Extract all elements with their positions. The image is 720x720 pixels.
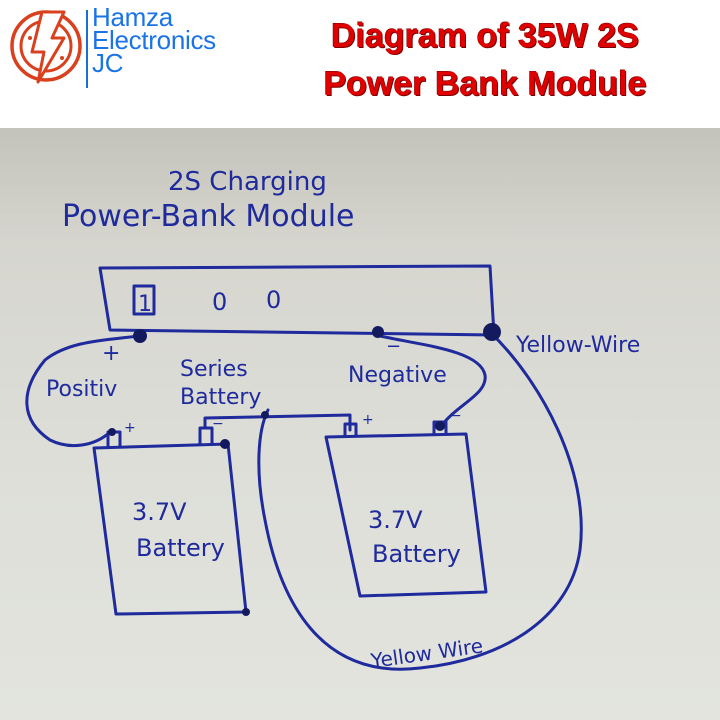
brand-name: Hamza Electronics JC [92,2,216,78]
logo-divider [86,10,88,88]
lightning-logo-icon [10,10,82,84]
diagram-photo: 2S Charging Power-Bank Module 1 0 0 + Po… [0,128,720,720]
battery-2-minus-sign: − [450,408,462,424]
battery-2-plus-terminal [343,422,358,438]
negative-terminal-dot [372,326,384,338]
negative-label: Negative [348,363,447,388]
yellow-wire [257,330,583,671]
title-line-1: Diagram of 35W 2S [331,17,639,55]
negative-sign: − [386,336,401,357]
brand-line-2: Electronics [92,25,216,55]
positive-label: Positiv [46,377,117,402]
battery-1-label: Battery [136,534,225,562]
brand-line-1: Hamza [92,2,173,32]
module-indicator-1: 1 [138,292,152,317]
battery-2-outline [324,432,488,598]
series-label-line-2: Battery [180,385,261,410]
battery-2-voltage: 3.7V [368,506,423,534]
series-label-line-1: Series [180,357,248,382]
battery-2-label: Battery [372,540,461,568]
positive-wire [25,334,140,447]
diagram-heading-line-2: Power-Bank Module [62,199,355,234]
battery-1-minus-sign: − [212,416,224,432]
battery-1-plus-sign: + [124,420,136,436]
brand-line-3: JC [92,48,124,78]
positive-terminal-dot [133,329,147,343]
diagram-heading-line-1: 2S Charging [168,167,327,197]
yellow-wire-label-right: Yellow-Wire [515,333,640,358]
module-indicator-2: 0 [212,288,227,316]
battery-2-plus-sign: + [362,412,374,428]
negative-wire [378,334,487,430]
wiring-diagram: 2S Charging Power-Bank Module 1 0 0 + Po… [25,167,640,673]
battery-1-minus-terminal [198,426,214,446]
header: Hamza Electronics JC Diagram of 35W 2S P… [0,0,720,128]
title-line-2: Power Bank Module [323,65,647,103]
positive-sign: + [102,341,120,366]
battery-1-voltage: 3.7V [132,498,187,526]
battery-1-outline [92,442,248,616]
module-outline [98,264,496,337]
page-title: Diagram of 35W 2S Power Bank Module [270,12,700,108]
yellow-wire-terminal-dot [483,323,501,341]
indicator-box [132,284,156,316]
series-link-wire [203,413,352,432]
module-indicator-3: 0 [266,286,281,314]
